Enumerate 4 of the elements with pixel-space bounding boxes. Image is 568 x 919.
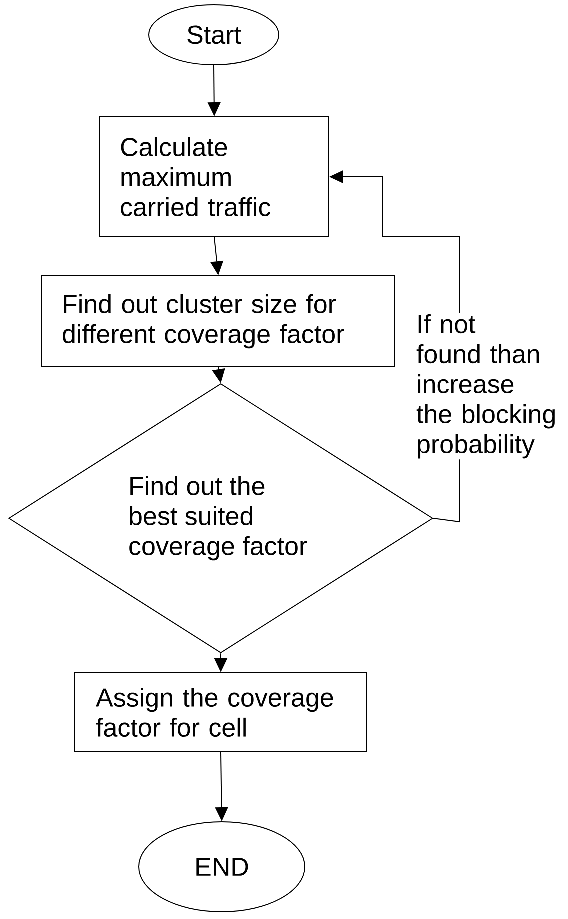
edge-label: If not found than increase the blocking probability — [416, 314, 568, 460]
process-box: Assign the coverage factor for cell — [74, 672, 368, 752]
process-box: Find out cluster size for different coverage factor — [42, 276, 396, 368]
process-box: Calculate maximum carried traffic — [100, 116, 330, 238]
